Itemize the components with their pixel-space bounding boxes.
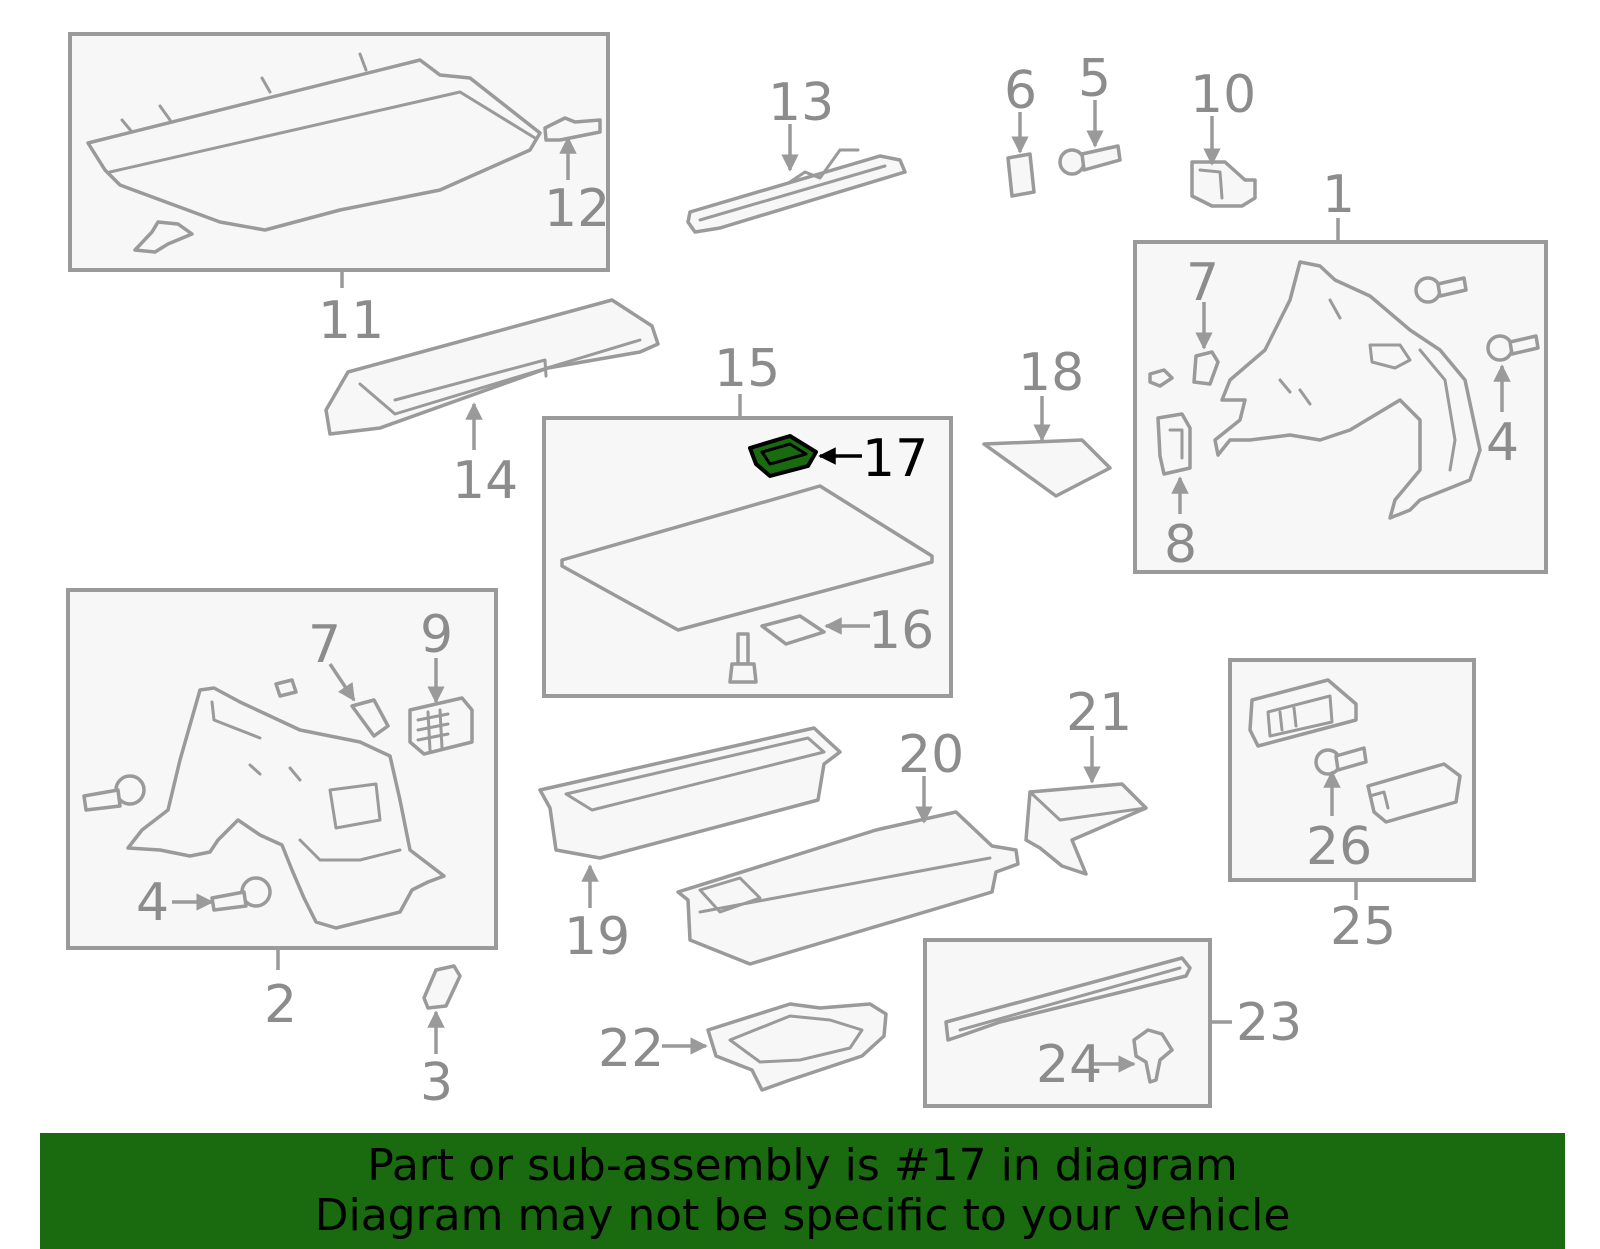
label-11: 11	[318, 291, 384, 351]
part-small-clip-left[interactable]	[274, 678, 298, 698]
label-1: 1	[1322, 165, 1355, 225]
banner-line-1: Part or sub-assembly is #17 in diagram	[367, 1140, 1238, 1191]
label-25: 25	[1330, 897, 1396, 957]
part-16-cover[interactable]	[760, 614, 826, 646]
label-4-left: 4	[136, 873, 169, 933]
part-3-clip[interactable]	[422, 964, 462, 1010]
part-small-clip[interactable]	[1148, 368, 1174, 388]
part-4-bolt-left-top[interactable]	[82, 774, 146, 812]
part-12-clip[interactable]	[543, 116, 602, 142]
part-7-clip-left[interactable]	[350, 698, 390, 738]
label-12: 12	[544, 179, 610, 239]
part-20-storage-box[interactable]	[676, 810, 1020, 966]
label-2: 2	[264, 975, 297, 1035]
part-9-bracket[interactable]	[408, 696, 474, 756]
label-20: 20	[898, 725, 964, 785]
label-21: 21	[1066, 683, 1132, 743]
part-25-cover[interactable]	[1366, 762, 1462, 824]
part-8-bracket[interactable]	[1156, 412, 1192, 476]
part-7-clip-right[interactable]	[1192, 350, 1220, 386]
label-7-right: 7	[1186, 253, 1219, 313]
part-14-tray-cover[interactable]	[324, 298, 660, 436]
banner-line-2: Diagram may not be specific to your vehi…	[314, 1190, 1291, 1241]
label-15: 15	[714, 339, 780, 399]
part-15-floor-board[interactable]	[560, 484, 934, 632]
label-19: 19	[564, 907, 630, 967]
part-6-clip[interactable]	[1006, 152, 1036, 198]
label-23: 23	[1236, 993, 1302, 1053]
part-18-panel[interactable]	[982, 438, 1112, 498]
label-17: 17	[862, 429, 928, 489]
label-22: 22	[598, 1019, 664, 1079]
part-10-bracket[interactable]	[1190, 160, 1257, 208]
label-18: 18	[1018, 343, 1084, 403]
part-11-tonneau-cover[interactable]	[86, 52, 542, 254]
part-5-bolt[interactable]	[1058, 144, 1122, 176]
label-14: 14	[452, 451, 518, 511]
part-13-trim-strip[interactable]	[686, 148, 907, 234]
label-13: 13	[768, 73, 834, 133]
part-22-tray-insert[interactable]	[706, 1002, 888, 1092]
part-26-bolt[interactable]	[1314, 746, 1368, 776]
label-16: 16	[868, 601, 934, 661]
part-1-right-quarter-trim[interactable]	[1213, 260, 1482, 520]
label-9: 9	[420, 605, 453, 665]
label-26: 26	[1306, 817, 1372, 877]
part-24-clip[interactable]	[1132, 1028, 1174, 1084]
label-3: 3	[420, 1053, 453, 1113]
part-4-clip-right[interactable]	[1486, 334, 1540, 362]
part-2-left-quarter-trim[interactable]	[126, 686, 446, 930]
label-8: 8	[1164, 515, 1197, 575]
part-21-bracket[interactable]	[1024, 782, 1148, 876]
label-24: 24	[1036, 1035, 1102, 1095]
part-17-cover[interactable]	[748, 434, 818, 478]
part-19-storage-tray[interactable]	[538, 726, 842, 860]
part-25-latch[interactable]	[1248, 678, 1358, 748]
part-4-clip-right-top[interactable]	[1414, 276, 1468, 304]
label-7-left: 7	[308, 615, 341, 675]
part-23-sill-plate[interactable]	[944, 956, 1192, 1042]
label-4-right: 4	[1486, 413, 1519, 473]
part-15-bolt[interactable]	[728, 632, 758, 684]
label-6: 6	[1004, 61, 1037, 121]
label-5: 5	[1078, 49, 1111, 109]
label-10: 10	[1190, 65, 1256, 125]
info-banner: Part or sub-assembly is #17 in diagram D…	[40, 1133, 1565, 1249]
